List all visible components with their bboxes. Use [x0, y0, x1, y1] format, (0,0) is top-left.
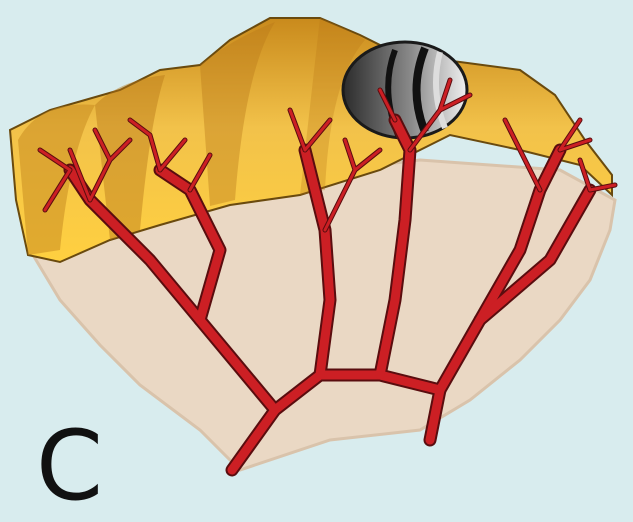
figure-panel: C: [0, 0, 633, 493]
panel-label: C: [36, 418, 103, 514]
